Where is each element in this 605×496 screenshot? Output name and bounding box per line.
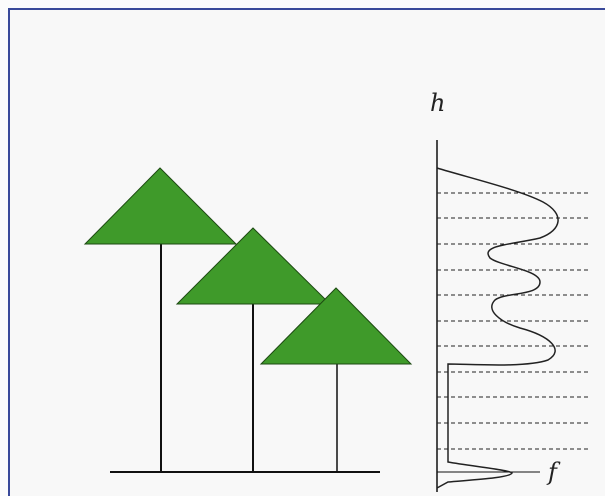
height-bin-lines (437, 193, 590, 449)
height-axis-label: h (430, 89, 445, 117)
tall-tree-crown (85, 168, 236, 244)
height-frequency-curve (437, 168, 558, 488)
frequency-axis-label: f (546, 458, 561, 486)
